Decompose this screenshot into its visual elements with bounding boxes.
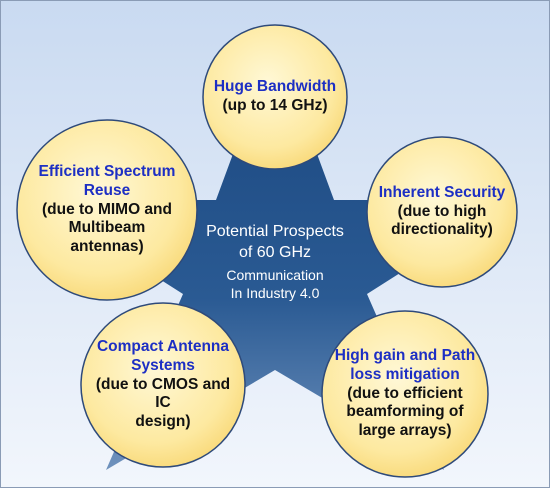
bubble-inherent-security: Inherent Security (due to high direction… <box>378 152 506 272</box>
bubble-circle-inherent-security <box>366 136 518 288</box>
bubble-subtitle: (due to efficient beamforming of large a… <box>346 384 464 440</box>
bubble-subtitle: (due to MIMO and Multibeam antennas) <box>41 200 172 256</box>
bubble-huge-bandwidth: Huge Bandwidth (up to 14 GHz) <box>214 39 336 154</box>
bubble-circle-compact-antenna <box>80 302 246 468</box>
bubble-circle-huge-bandwidth <box>202 24 348 170</box>
bubble-title: Huge Bandwidth <box>213 78 337 96</box>
bubble-title: Efficient Spectrum Reuse <box>38 162 176 199</box>
bubble-subtitle: (due to CMOS and IC design) <box>95 375 231 431</box>
bubble-circle-spectrum-reuse <box>16 119 198 301</box>
bubble-compact-antenna: Compact Antenna Systems (due to CMOS and… <box>93 319 232 450</box>
center-title: Potential Prospects of 60 GHz <box>206 223 344 261</box>
bubble-subtitle: (due to high directionality) <box>391 202 493 239</box>
bubble-high-gain: High gain and Path loss mitigation (due … <box>334 328 475 461</box>
bubble-title: Compact Antenna Systems <box>96 337 230 374</box>
center-subtitle: Communication In Industry 4.0 <box>226 266 324 301</box>
center-label: Potential Prospects of 60 GHz Communicat… <box>195 222 355 302</box>
bubble-spectrum-reuse: Efficient Spectrum Reuse (due to MIMO an… <box>31 138 184 282</box>
bubble-circle-high-gain <box>321 310 489 478</box>
bubble-subtitle: (up to 14 GHz) <box>222 96 328 114</box>
bubble-title: Inherent Security <box>378 183 506 201</box>
bubble-title: High gain and Path loss mitigation <box>334 346 476 383</box>
